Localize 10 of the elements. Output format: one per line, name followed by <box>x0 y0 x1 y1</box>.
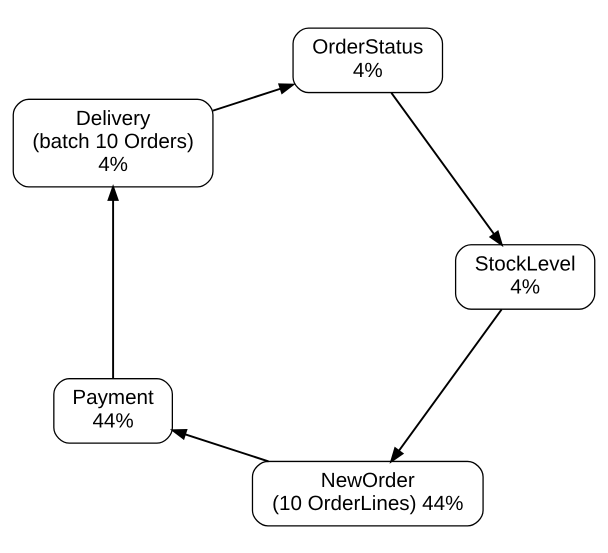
node-box: Payment 44% <box>53 378 173 444</box>
arrow <box>390 92 504 247</box>
arrow <box>212 82 296 112</box>
node-box: NewOrder (10 OrderLines) 44% <box>252 460 484 526</box>
node-box: OrderStatus 4% <box>292 27 444 93</box>
arrow <box>107 184 119 378</box>
node-box: StockLevel 4% <box>454 244 596 310</box>
arrow <box>390 308 502 464</box>
arrow <box>170 428 269 462</box>
node-box: Delivery (batch 10 Orders) 4% <box>12 98 214 188</box>
